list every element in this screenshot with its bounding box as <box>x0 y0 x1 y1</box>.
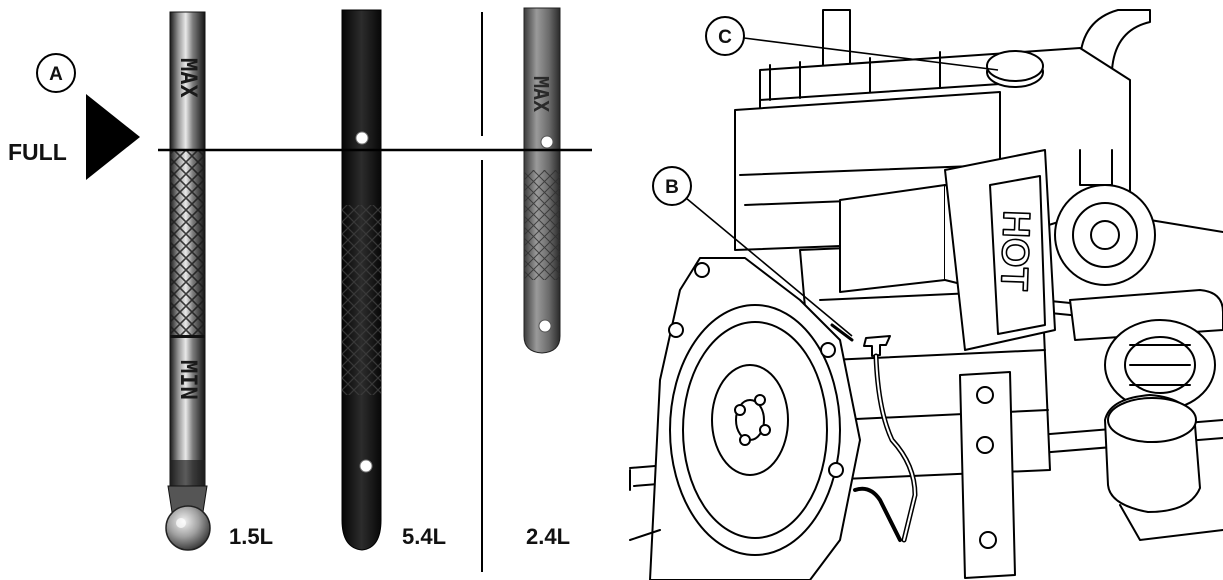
dipstick-1-ball-tip <box>165 505 211 551</box>
dipstick-2-upper-hole <box>355 131 369 145</box>
full-level-arrow-icon <box>86 94 140 180</box>
callout-b: B <box>652 166 853 337</box>
dipstick-1-min-stamp: MIN <box>175 360 200 400</box>
callout-a: A <box>36 53 76 93</box>
callout-c: C <box>705 16 999 71</box>
callout-a-label: A <box>49 64 63 85</box>
dipstick-3-max-stamp: MAX <box>529 76 553 112</box>
dipstick-1-size-label: 1.5L <box>229 524 273 549</box>
callout-b-label: B <box>665 177 679 198</box>
dipstick-2-size-label: 5.4L <box>402 524 446 549</box>
dipstick-3-size-label: 2.4L <box>526 524 570 549</box>
fuel-filter-box <box>839 184 946 293</box>
engine-illustration: HOT <box>629 9 1223 580</box>
hot-warning-label: HOT <box>992 210 1037 292</box>
dipstick-2-4l: MAX <box>523 7 561 354</box>
callout-c-label: C <box>718 27 732 48</box>
dipstick-2-lower-hole <box>359 459 373 473</box>
dipstick-5-4l <box>341 9 382 551</box>
dipstick-1-max-stamp: MAX <box>175 58 200 98</box>
dipstick-3-lower-hole <box>538 319 552 333</box>
dipstick-1-5l: MAX MIN <box>165 11 211 551</box>
dipstick-handle <box>863 335 891 357</box>
dipstick-panel: A FULL MAX MIN 1.5L 5.4L <box>8 7 592 572</box>
full-level-label: FULL <box>8 139 67 165</box>
dipstick-3-upper-hole <box>540 135 554 149</box>
engine-mount-bracket <box>959 371 1016 579</box>
